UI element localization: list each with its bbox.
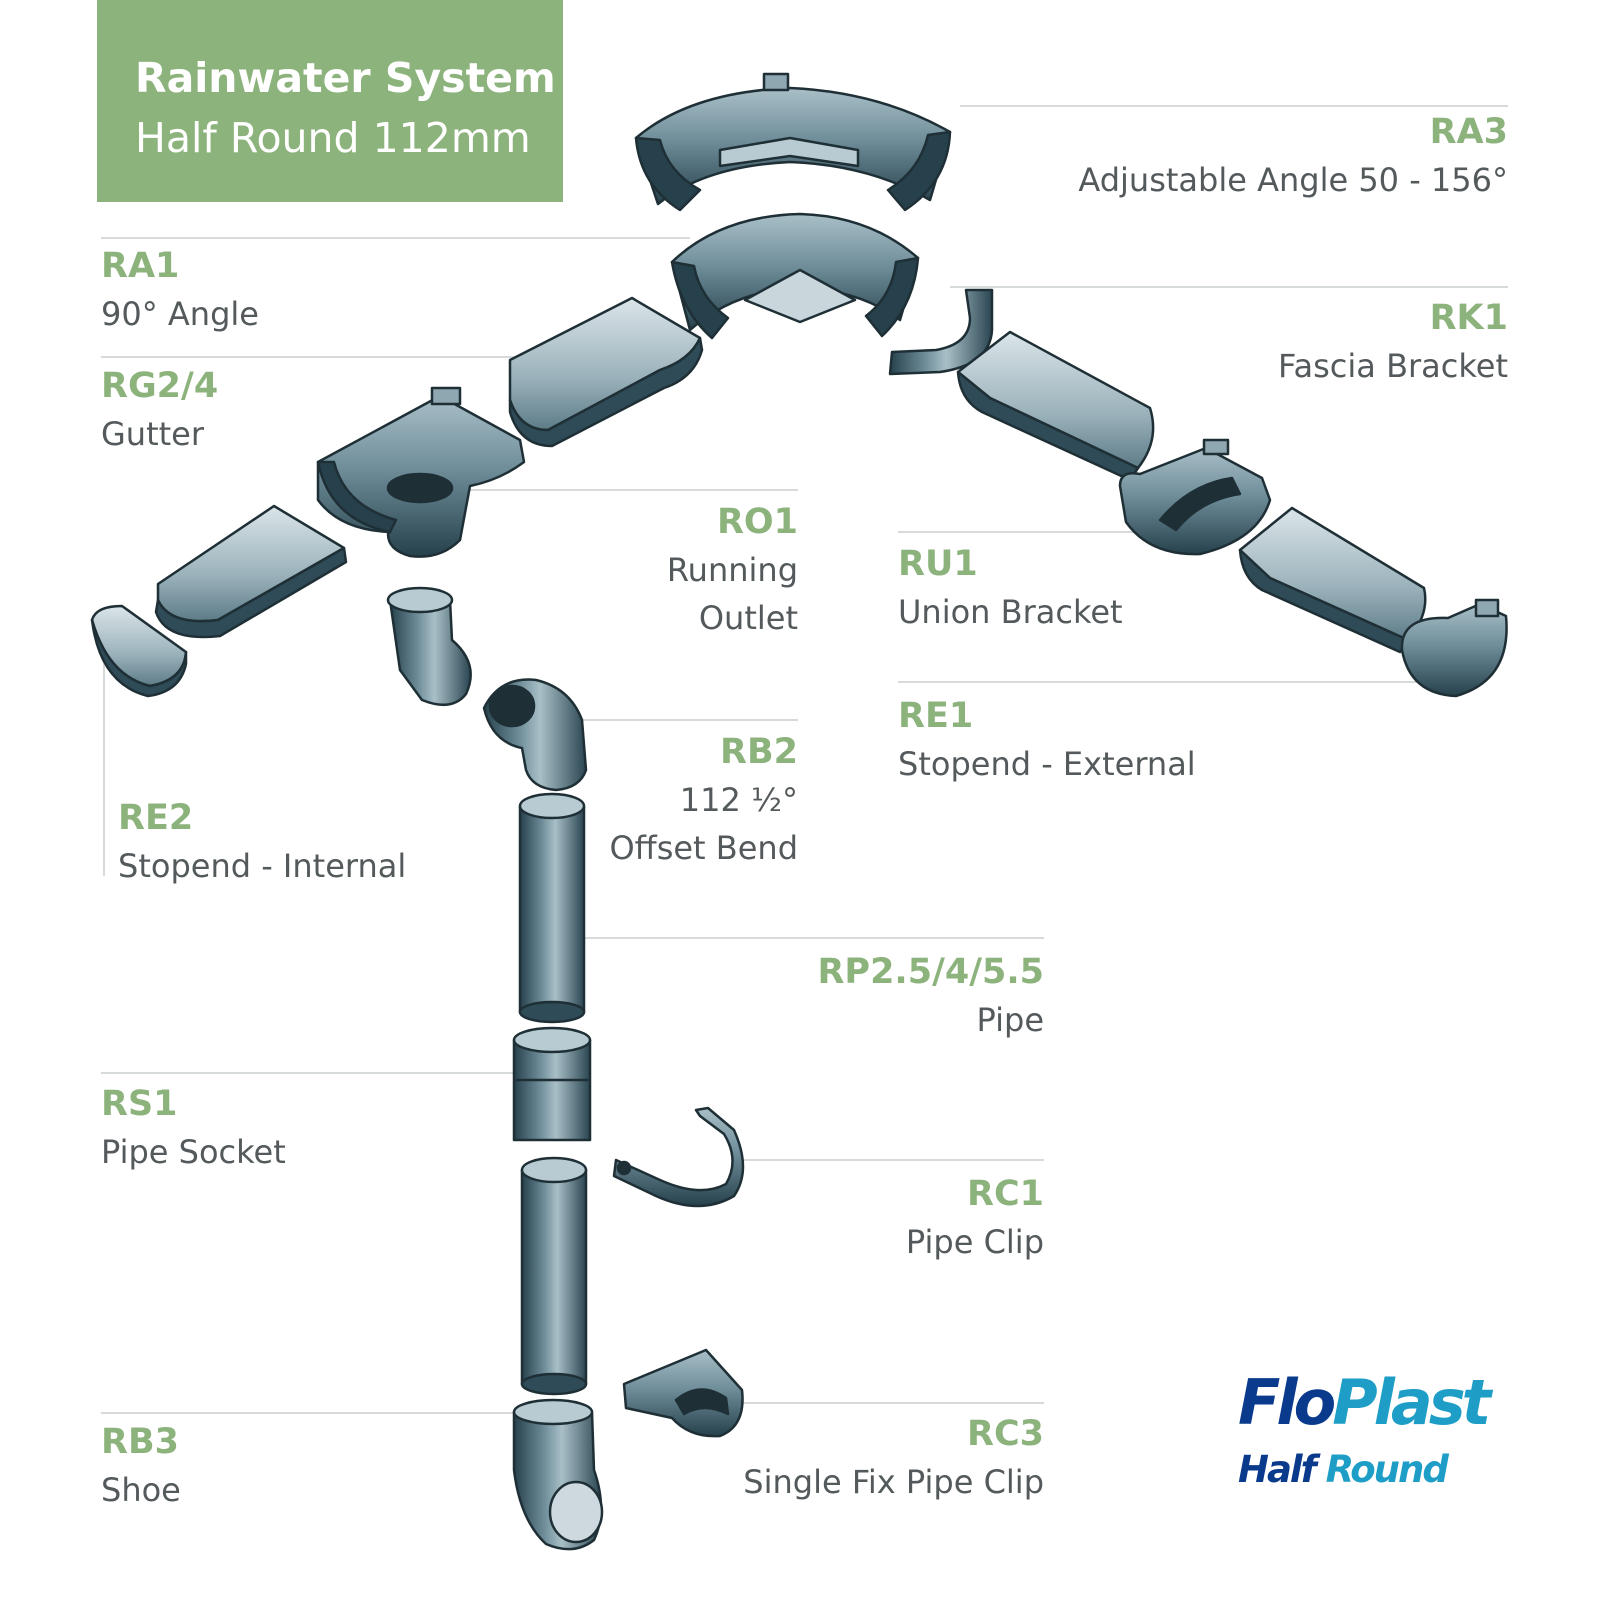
title-banner: Rainwater System Half Round 112mm bbox=[97, 0, 563, 202]
part-code: RK1 bbox=[1429, 298, 1508, 338]
fascia-bracket-shape bbox=[888, 288, 994, 376]
adjustable-angle-shape bbox=[634, 72, 952, 212]
title-line-2: Half Round 112mm bbox=[135, 114, 531, 162]
label-ru1: RU1 Union Bracket bbox=[898, 540, 1123, 636]
running-outlet-shape bbox=[316, 386, 526, 558]
pipe-lower-shape bbox=[520, 1156, 588, 1396]
logo-brand-flo: Flo bbox=[1238, 1366, 1336, 1439]
part-code: RE1 bbox=[898, 696, 974, 736]
gutter-segment-right-lower bbox=[1238, 506, 1427, 654]
label-rc3: RC3 Single Fix Pipe Clip bbox=[743, 1410, 1044, 1506]
part-name: Pipe Clip bbox=[905, 1223, 1044, 1261]
part-name: Shoe bbox=[101, 1471, 181, 1509]
part-code: RA3 bbox=[1429, 112, 1508, 152]
label-ra3: RA3 Adjustable Angle 50 - 156° bbox=[1078, 108, 1508, 204]
label-rg24: RG2/4 Gutter bbox=[101, 362, 218, 458]
part-code: RA1 bbox=[101, 246, 180, 286]
part-name: 112 ½° bbox=[679, 781, 798, 819]
logo-sub-half: Half bbox=[1238, 1448, 1317, 1491]
logo-brand-plast: Plast bbox=[1332, 1366, 1491, 1439]
pipe-socket-shape bbox=[512, 1026, 592, 1142]
part-code: RU1 bbox=[898, 544, 978, 584]
offset-bend-shape bbox=[482, 678, 588, 792]
label-rs1: RS1 Pipe Socket bbox=[101, 1080, 286, 1176]
leader-lines bbox=[101, 105, 1508, 1414]
label-ro1: RO1 Running Outlet bbox=[667, 498, 798, 642]
part-name: Adjustable Angle 50 - 156° bbox=[1078, 161, 1508, 199]
stopend-external-shape bbox=[1400, 598, 1508, 698]
part-name: Stopend - External bbox=[898, 745, 1196, 783]
part-code: RS1 bbox=[101, 1084, 178, 1124]
label-rc1: RC1 Pipe Clip bbox=[906, 1170, 1044, 1266]
part-name: Offset Bend bbox=[609, 829, 798, 867]
gutter-segment-upper-left bbox=[508, 296, 704, 448]
part-code: RE2 bbox=[118, 798, 194, 838]
part-code: RC1 bbox=[967, 1174, 1044, 1214]
part-name: Outlet bbox=[698, 599, 798, 637]
label-ra1: RA1 90° Angle bbox=[101, 242, 259, 338]
union-bracket-shape bbox=[1118, 438, 1272, 556]
pipe-upper-shape bbox=[518, 792, 586, 1024]
part-name: Gutter bbox=[101, 415, 205, 453]
label-rb2: RB2 112 ½° Offset Bend bbox=[609, 728, 798, 872]
part-name: Fascia Bracket bbox=[1278, 347, 1508, 385]
pipe-clip-shape bbox=[612, 1106, 745, 1208]
shoe-shape bbox=[512, 1398, 604, 1551]
part-name: Single Fix Pipe Clip bbox=[743, 1463, 1044, 1501]
outlet-elbow-shape bbox=[386, 586, 472, 707]
label-rk1: RK1 Fascia Bracket bbox=[1278, 294, 1508, 390]
part-code: RP2.5/4/5.5 bbox=[817, 952, 1044, 992]
part-name: Stopend - Internal bbox=[118, 847, 407, 885]
part-code: RC3 bbox=[967, 1414, 1044, 1454]
single-fix-pipe-clip-shape bbox=[622, 1348, 744, 1438]
part-code: RG2/4 bbox=[101, 366, 219, 406]
label-re2: RE2 Stopend - Internal bbox=[118, 794, 406, 890]
90-angle-shape bbox=[670, 212, 920, 340]
part-code: RB2 bbox=[720, 732, 798, 772]
part-name: Running bbox=[666, 551, 798, 589]
part-name: Union Bracket bbox=[898, 593, 1123, 631]
gutter-segment-right-upper bbox=[956, 330, 1155, 482]
label-re1: RE1 Stopend - External bbox=[898, 692, 1196, 788]
logo-brand: FloPlast bbox=[1238, 1366, 1491, 1439]
logo-sub-round: Round bbox=[1325, 1448, 1449, 1491]
part-code: RO1 bbox=[716, 502, 798, 542]
part-name: 90° Angle bbox=[101, 295, 259, 333]
stopend-internal-shape bbox=[90, 604, 188, 698]
logo-subtitle: Half Round bbox=[1238, 1448, 1449, 1491]
title-line-1: Rainwater System bbox=[135, 54, 556, 102]
part-name: Pipe Socket bbox=[101, 1133, 286, 1171]
label-rp: RP2.5/4/5.5 Pipe bbox=[817, 948, 1044, 1044]
part-name: Pipe bbox=[976, 1001, 1044, 1039]
label-rb3: RB3 Shoe bbox=[101, 1418, 181, 1514]
gutter-segment-lower-left bbox=[154, 504, 348, 639]
part-code: RB3 bbox=[101, 1422, 179, 1462]
